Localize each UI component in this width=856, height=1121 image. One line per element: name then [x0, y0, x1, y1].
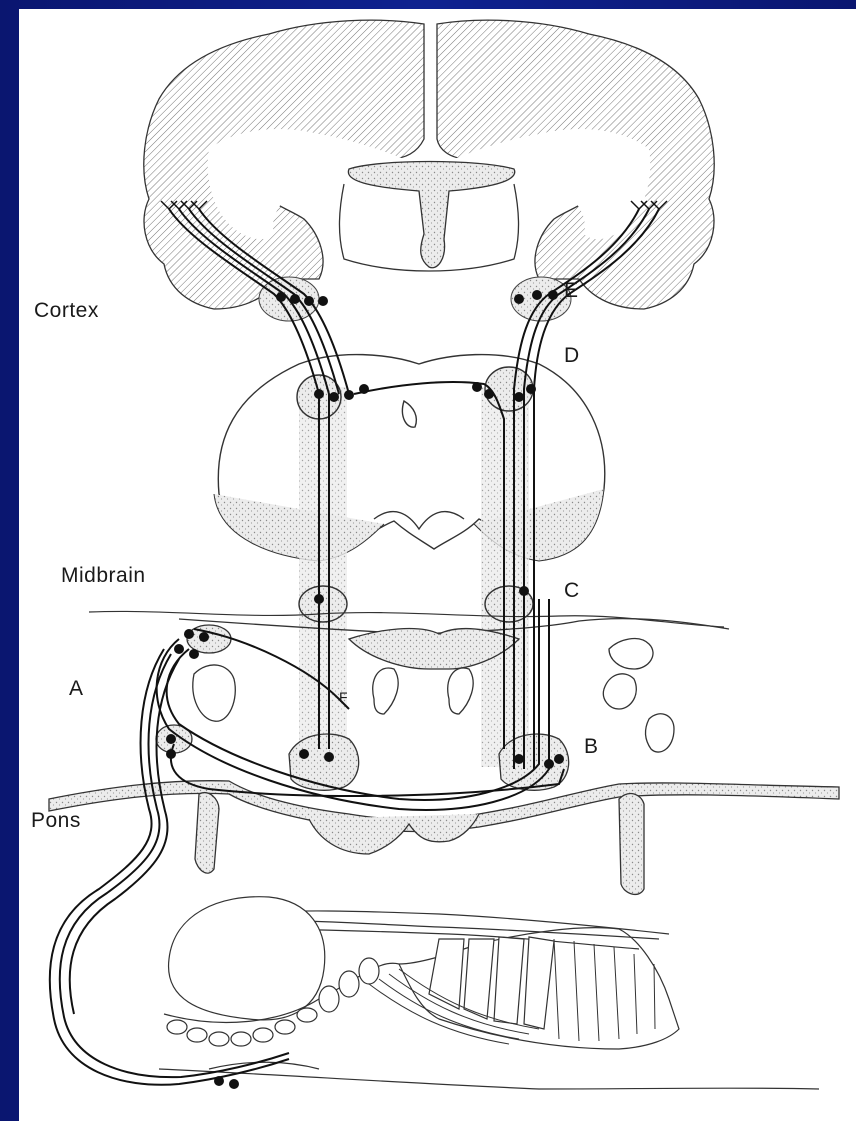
illustration-panel: Cortex E D Midbrain C A F B Pons [19, 9, 856, 1121]
label-b: B [584, 735, 599, 759]
cerebral-cortex [144, 20, 714, 309]
label-pons: Pons [31, 809, 81, 833]
label-a: A [69, 677, 84, 701]
label-cortex: Cortex [34, 299, 99, 323]
auditory-nerve-fibers [50, 209, 659, 1085]
label-c: C [564, 579, 580, 603]
midbrain-section [214, 355, 605, 767]
label-midbrain: Midbrain [61, 564, 146, 588]
label-f: F [339, 689, 348, 705]
cochlea-organ-of-corti [159, 897, 819, 1089]
label-d: D [564, 344, 580, 368]
label-e: E [564, 279, 579, 303]
